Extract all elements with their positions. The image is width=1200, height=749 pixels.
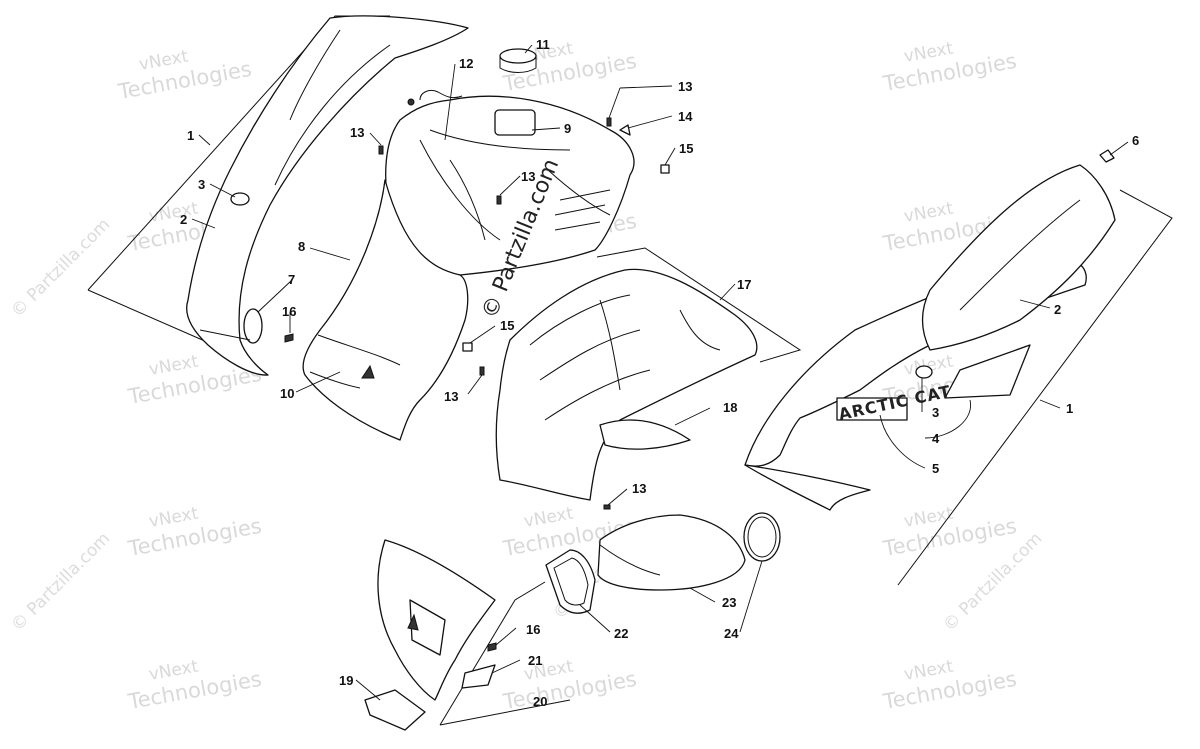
callout-3-left: 3 (198, 177, 205, 192)
decal-21 (461, 664, 496, 689)
vnext-watermark: vNext Technologies (880, 657, 1018, 715)
intake-duct-23 (597, 514, 746, 591)
right-panel-decal-4 (944, 344, 1031, 399)
right-side-panel: ARCTIC CAT (744, 164, 1173, 586)
callout-20: 20 (533, 694, 547, 709)
callout-23: 23 (722, 595, 736, 610)
warning-triangle-icon (407, 613, 419, 631)
callout-2-left: 2 (180, 212, 187, 227)
vnext-watermark: vNext Technologies (125, 657, 263, 715)
callout-15-a: 15 (679, 141, 693, 156)
right-panel-decal-3 (915, 365, 933, 379)
screw-13 (603, 504, 611, 510)
callout-17: 17 (737, 277, 751, 292)
partzilla-watermark: © Partzilla.com (7, 215, 114, 322)
callout-1-right: 1 (1066, 401, 1073, 416)
duct-parts (545, 512, 781, 614)
push-rivet-6 (1099, 149, 1115, 163)
callout-13-c: 13 (678, 79, 692, 94)
rivet-16 (284, 333, 294, 343)
callout-3-right: 3 (932, 405, 939, 420)
vnext-watermark: vNext Technologies (880, 39, 1018, 97)
callout-labels: 1 3 2 7 8 16 10 11 12 9 13 13 13 14 15 1… (180, 37, 1139, 709)
vnext-watermark: vNext Technologies (125, 504, 263, 562)
rivet-16 (487, 642, 497, 652)
vnext-watermark: vNext Technologies (500, 657, 638, 715)
vnext-watermark: vNext Technologies (115, 47, 253, 105)
callout-13-a: 13 (350, 125, 364, 140)
callout-18: 18 (723, 400, 737, 415)
callout-14: 14 (678, 109, 693, 124)
clip-14 (619, 124, 631, 136)
callout-1-left: 1 (187, 128, 194, 143)
callout-22: 22 (614, 626, 628, 641)
warning-triangle-icon (361, 364, 375, 379)
cap-11 (499, 48, 537, 64)
intake-seal-18 (599, 419, 691, 450)
hose-clamp-24 (743, 512, 781, 562)
leader-lines (191, 44, 1129, 701)
callout-11: 11 (536, 37, 550, 52)
nut-15 (660, 164, 670, 174)
air-intake-tray (495, 247, 802, 501)
callout-19: 19 (339, 673, 353, 688)
bracket-19 (364, 689, 426, 731)
callout-13-d: 13 (444, 389, 458, 404)
screw-13 (479, 366, 485, 376)
partzilla-watermark: © Partzilla.com (7, 529, 114, 636)
callout-15-b: 15 (500, 318, 514, 333)
left-panel-decal-3 (230, 192, 250, 206)
nut-15 (462, 342, 473, 352)
callout-2-right: 2 (1054, 302, 1061, 317)
callout-16-b: 16 (526, 622, 540, 637)
callout-13-e: 13 (632, 481, 646, 496)
callout-8: 8 (298, 239, 305, 254)
callout-21: 21 (528, 653, 542, 668)
callout-5: 5 (932, 461, 939, 476)
left-panel-grommet-7 (243, 308, 263, 344)
callout-4: 4 (932, 431, 940, 446)
callout-10: 10 (280, 386, 294, 401)
screw-13 (378, 145, 384, 155)
screw-13 (606, 117, 612, 127)
screw-13 (496, 195, 502, 205)
vnext-watermark: vNext Technologies (880, 504, 1018, 562)
callout-6: 6 (1132, 133, 1139, 148)
callout-7: 7 (288, 272, 295, 287)
callout-9: 9 (564, 121, 571, 136)
callout-24: 24 (724, 626, 739, 641)
callout-12: 12 (459, 56, 473, 71)
left-side-panel (87, 15, 469, 376)
callout-13-b: 13 (521, 169, 535, 184)
hood-plate-9 (494, 109, 536, 136)
callout-16-a: 16 (282, 304, 296, 319)
